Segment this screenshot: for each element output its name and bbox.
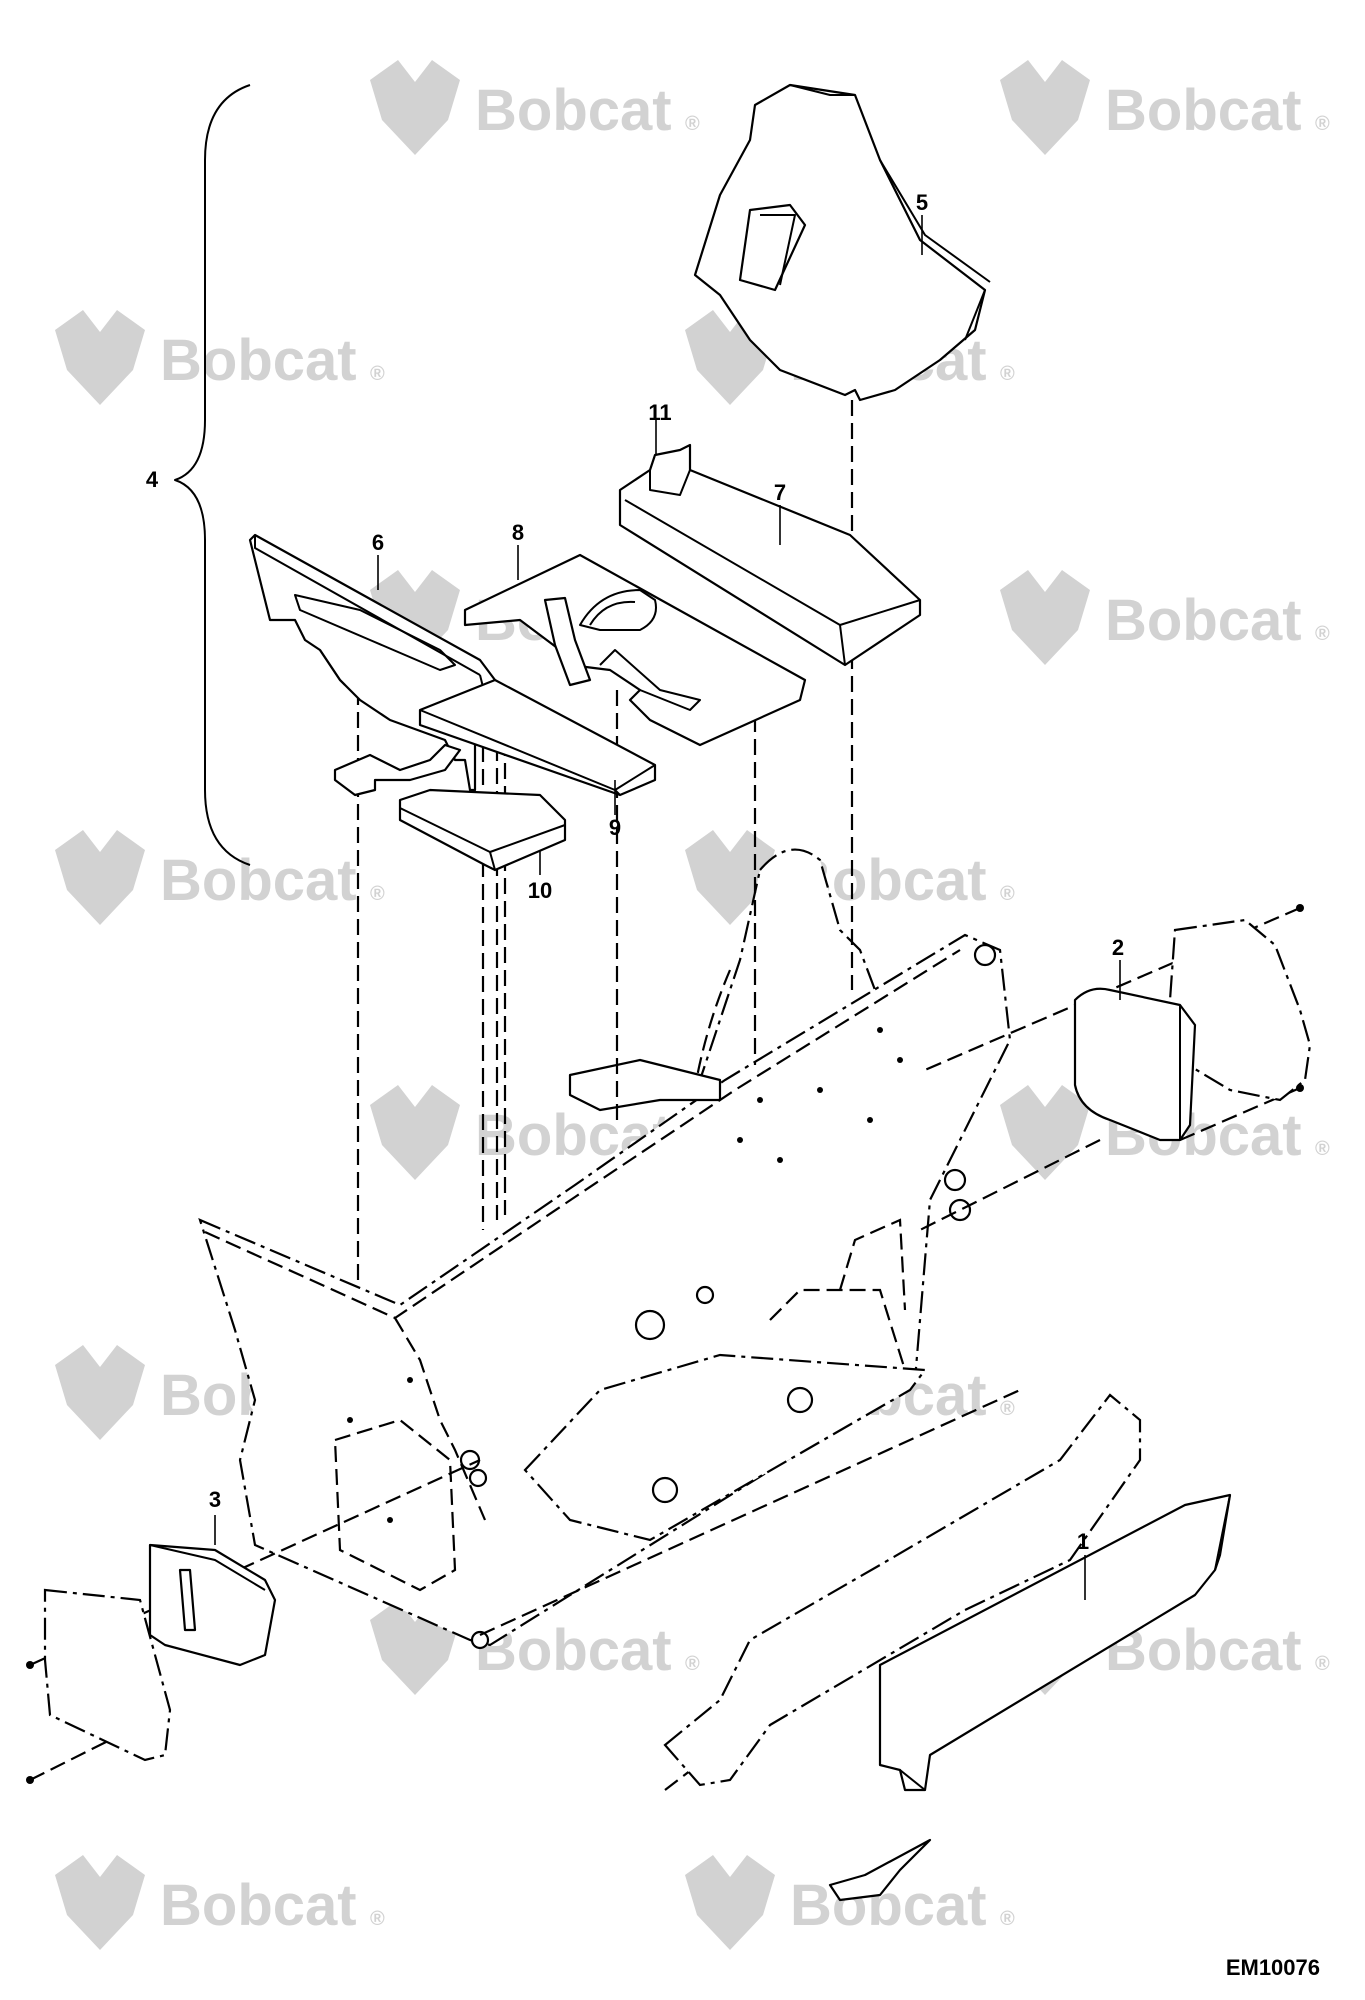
watermark: Bobcat ® (55, 310, 385, 405)
svg-text:®: ® (370, 363, 385, 385)
svg-text:®: ® (1000, 1908, 1015, 1930)
svg-text:®: ® (1000, 1398, 1015, 1420)
callout-5: 5 (916, 190, 928, 215)
bracket-piece (333, 743, 462, 797)
svg-text:®: ® (1315, 113, 1330, 135)
shelf-part-7 (618, 443, 922, 667)
watermark-text: Bobcat (160, 328, 357, 393)
panel-part-5 (693, 83, 991, 402)
skirt-part-1 (663, 1393, 1232, 1902)
watermark-text: Bobcat (160, 1873, 357, 1938)
cover-part-3 (26, 1543, 277, 1784)
watermark: Bobcat ® (370, 60, 700, 155)
svg-text:®: ® (1000, 363, 1015, 385)
callout-8: 8 (512, 520, 524, 545)
callout-4: 4 (146, 467, 159, 492)
watermark-text: Bobcat (160, 848, 357, 913)
callout-3: 3 (209, 1487, 221, 1512)
assembly-brace (174, 84, 251, 866)
cover-part-2 (1073, 904, 1312, 1142)
watermark: Bobcat ® (1000, 570, 1330, 665)
drawing-id: EM10076 (1226, 1955, 1320, 1980)
callout-9: 9 (609, 815, 621, 840)
floor-panel-part-8 (463, 553, 807, 747)
watermark: Bobcat ® (685, 1855, 1015, 1950)
svg-text:®: ® (1000, 883, 1015, 905)
callout-11: 11 (648, 400, 671, 425)
watermark: Bobcat ® (1000, 60, 1330, 155)
watermark-text: Bobcat (1105, 78, 1302, 143)
watermark: Bobcat ® (55, 830, 385, 925)
svg-text:®: ® (1315, 623, 1330, 645)
svg-text:®: ® (685, 113, 700, 135)
svg-text:®: ® (370, 1908, 385, 1930)
callout-1: 1 (1077, 1529, 1089, 1554)
watermark: Bobcat ® (685, 830, 1015, 925)
machine-frame (198, 848, 1012, 1650)
svg-text:®: ® (370, 883, 385, 905)
callout-10: 10 (528, 878, 552, 903)
svg-text:®: ® (1315, 1653, 1330, 1675)
watermark-text: Bobcat (1105, 588, 1302, 653)
svg-text:®: ® (685, 1653, 700, 1675)
callout-labels: 1 2 3 4 5 6 7 8 9 10 11 (146, 190, 1124, 1554)
watermark-text: Bobcat (475, 78, 672, 143)
callout-2: 2 (1112, 935, 1124, 960)
watermark: Bobcat ® (55, 1855, 385, 1950)
callout-6: 6 (372, 530, 384, 555)
svg-text:®: ® (1315, 1138, 1330, 1160)
strip-part-9 (418, 678, 657, 797)
leader-lines (214, 215, 1121, 1600)
callout-7: 7 (774, 480, 786, 505)
pad-part-10 (398, 788, 567, 872)
